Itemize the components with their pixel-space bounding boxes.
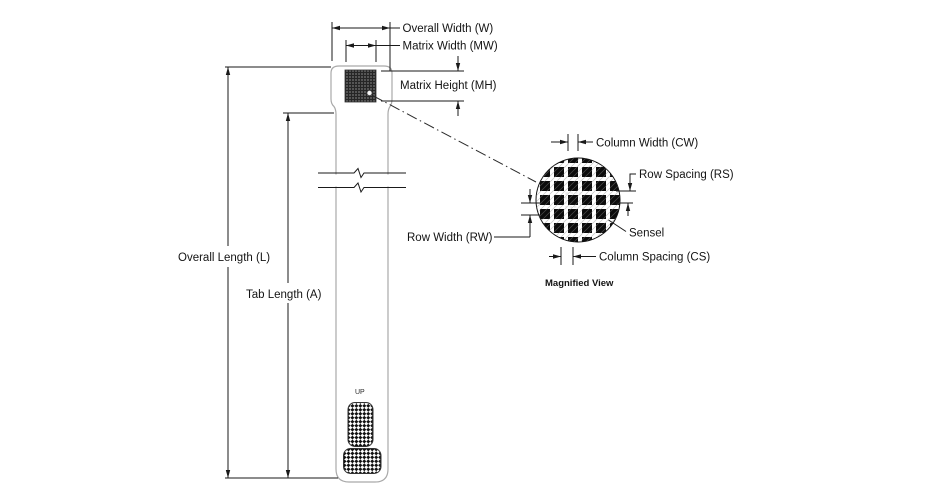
column-width-label: Column Width (CW) — [596, 138, 698, 150]
matrix-height-lines — [381, 56, 464, 116]
overall-length-label: Overall Length (L) — [178, 252, 270, 264]
sensel-highlight-box — [565, 192, 581, 208]
arrowhead-right-icon — [382, 25, 390, 31]
matrix-height-label: Matrix Height (MH) — [400, 80, 497, 92]
tab-length-label: Tab Length (A) — [246, 289, 322, 301]
dimension-tab-length: Tab Length (A) — [246, 112, 334, 478]
arrowhead-left-icon — [346, 43, 354, 48]
arrowhead-down-icon — [527, 195, 533, 203]
overall-width-label: Overall Width (W) — [403, 23, 494, 35]
dimension-overall-length: Overall Length (L) — [178, 66, 338, 479]
arrowhead-down-icon — [455, 63, 461, 71]
dimension-overall-width: Overall Width (W) — [331, 22, 494, 71]
arrowhead-up-icon — [455, 101, 461, 109]
dimension-column-width: Column Width (CW) — [551, 134, 698, 151]
contact-pad-small — [347, 402, 374, 447]
row-width-label: Row Width (RW) — [407, 232, 493, 244]
column-width-lines — [551, 134, 593, 151]
arrowhead-up-icon — [225, 67, 231, 75]
dimension-matrix-height: Matrix Height (MH) — [381, 56, 497, 116]
dimension-row-width: Row Width (RW) — [407, 189, 540, 244]
column-spacing-lines — [549, 247, 596, 265]
column-spacing-label: Column Spacing (CS) — [599, 252, 710, 264]
arrowhead-right-icon — [553, 254, 561, 259]
dimension-matrix-width: Matrix Width (MW) — [345, 40, 498, 62]
up-marker-label: UP — [355, 389, 365, 396]
dimension-column-spacing: Column Spacing (CS) — [549, 247, 710, 265]
arrowhead-left-icon — [578, 139, 586, 145]
arrowhead-down-icon — [627, 183, 633, 191]
magnified-view-caption: Magnified View — [545, 278, 614, 289]
sensel-leader-line — [608, 219, 627, 232]
contact-pad-large — [343, 448, 382, 474]
matrix-width-label: Matrix Width (MW) — [403, 41, 498, 53]
overall-length-lines — [225, 66, 338, 479]
hatch-overlay — [536, 158, 620, 242]
arrowhead-right-icon — [368, 43, 376, 48]
dimension-row-spacing: Row Spacing (RS) — [616, 169, 734, 216]
row-spacing-lines — [616, 173, 636, 216]
arrowhead-left-icon — [332, 25, 340, 31]
break-line-bottom — [318, 182, 406, 194]
sensel-callout: Sensel — [608, 219, 664, 240]
row-spacing-label: Row Spacing (RS) — [639, 169, 734, 181]
arrowhead-up-icon — [527, 215, 533, 223]
length-break-symbol — [318, 167, 406, 194]
sensing-matrix — [344, 69, 377, 103]
sensel-callout-origin — [366, 90, 373, 97]
arrowhead-right-icon — [560, 139, 568, 145]
arrowhead-left-icon — [573, 254, 581, 259]
arrowhead-up-icon — [625, 203, 631, 211]
arrowhead-up-icon — [285, 113, 291, 121]
sensel-label: Sensel — [629, 228, 664, 240]
break-line-top — [318, 167, 406, 179]
arrowhead-down-icon — [225, 470, 231, 478]
sensor-strip: UP — [318, 65, 406, 483]
arrowhead-down-icon — [285, 470, 291, 478]
magnified-view: Magnified View — [535, 157, 621, 289]
tab-length-lines — [283, 112, 334, 478]
break-mask — [330, 174, 394, 187]
